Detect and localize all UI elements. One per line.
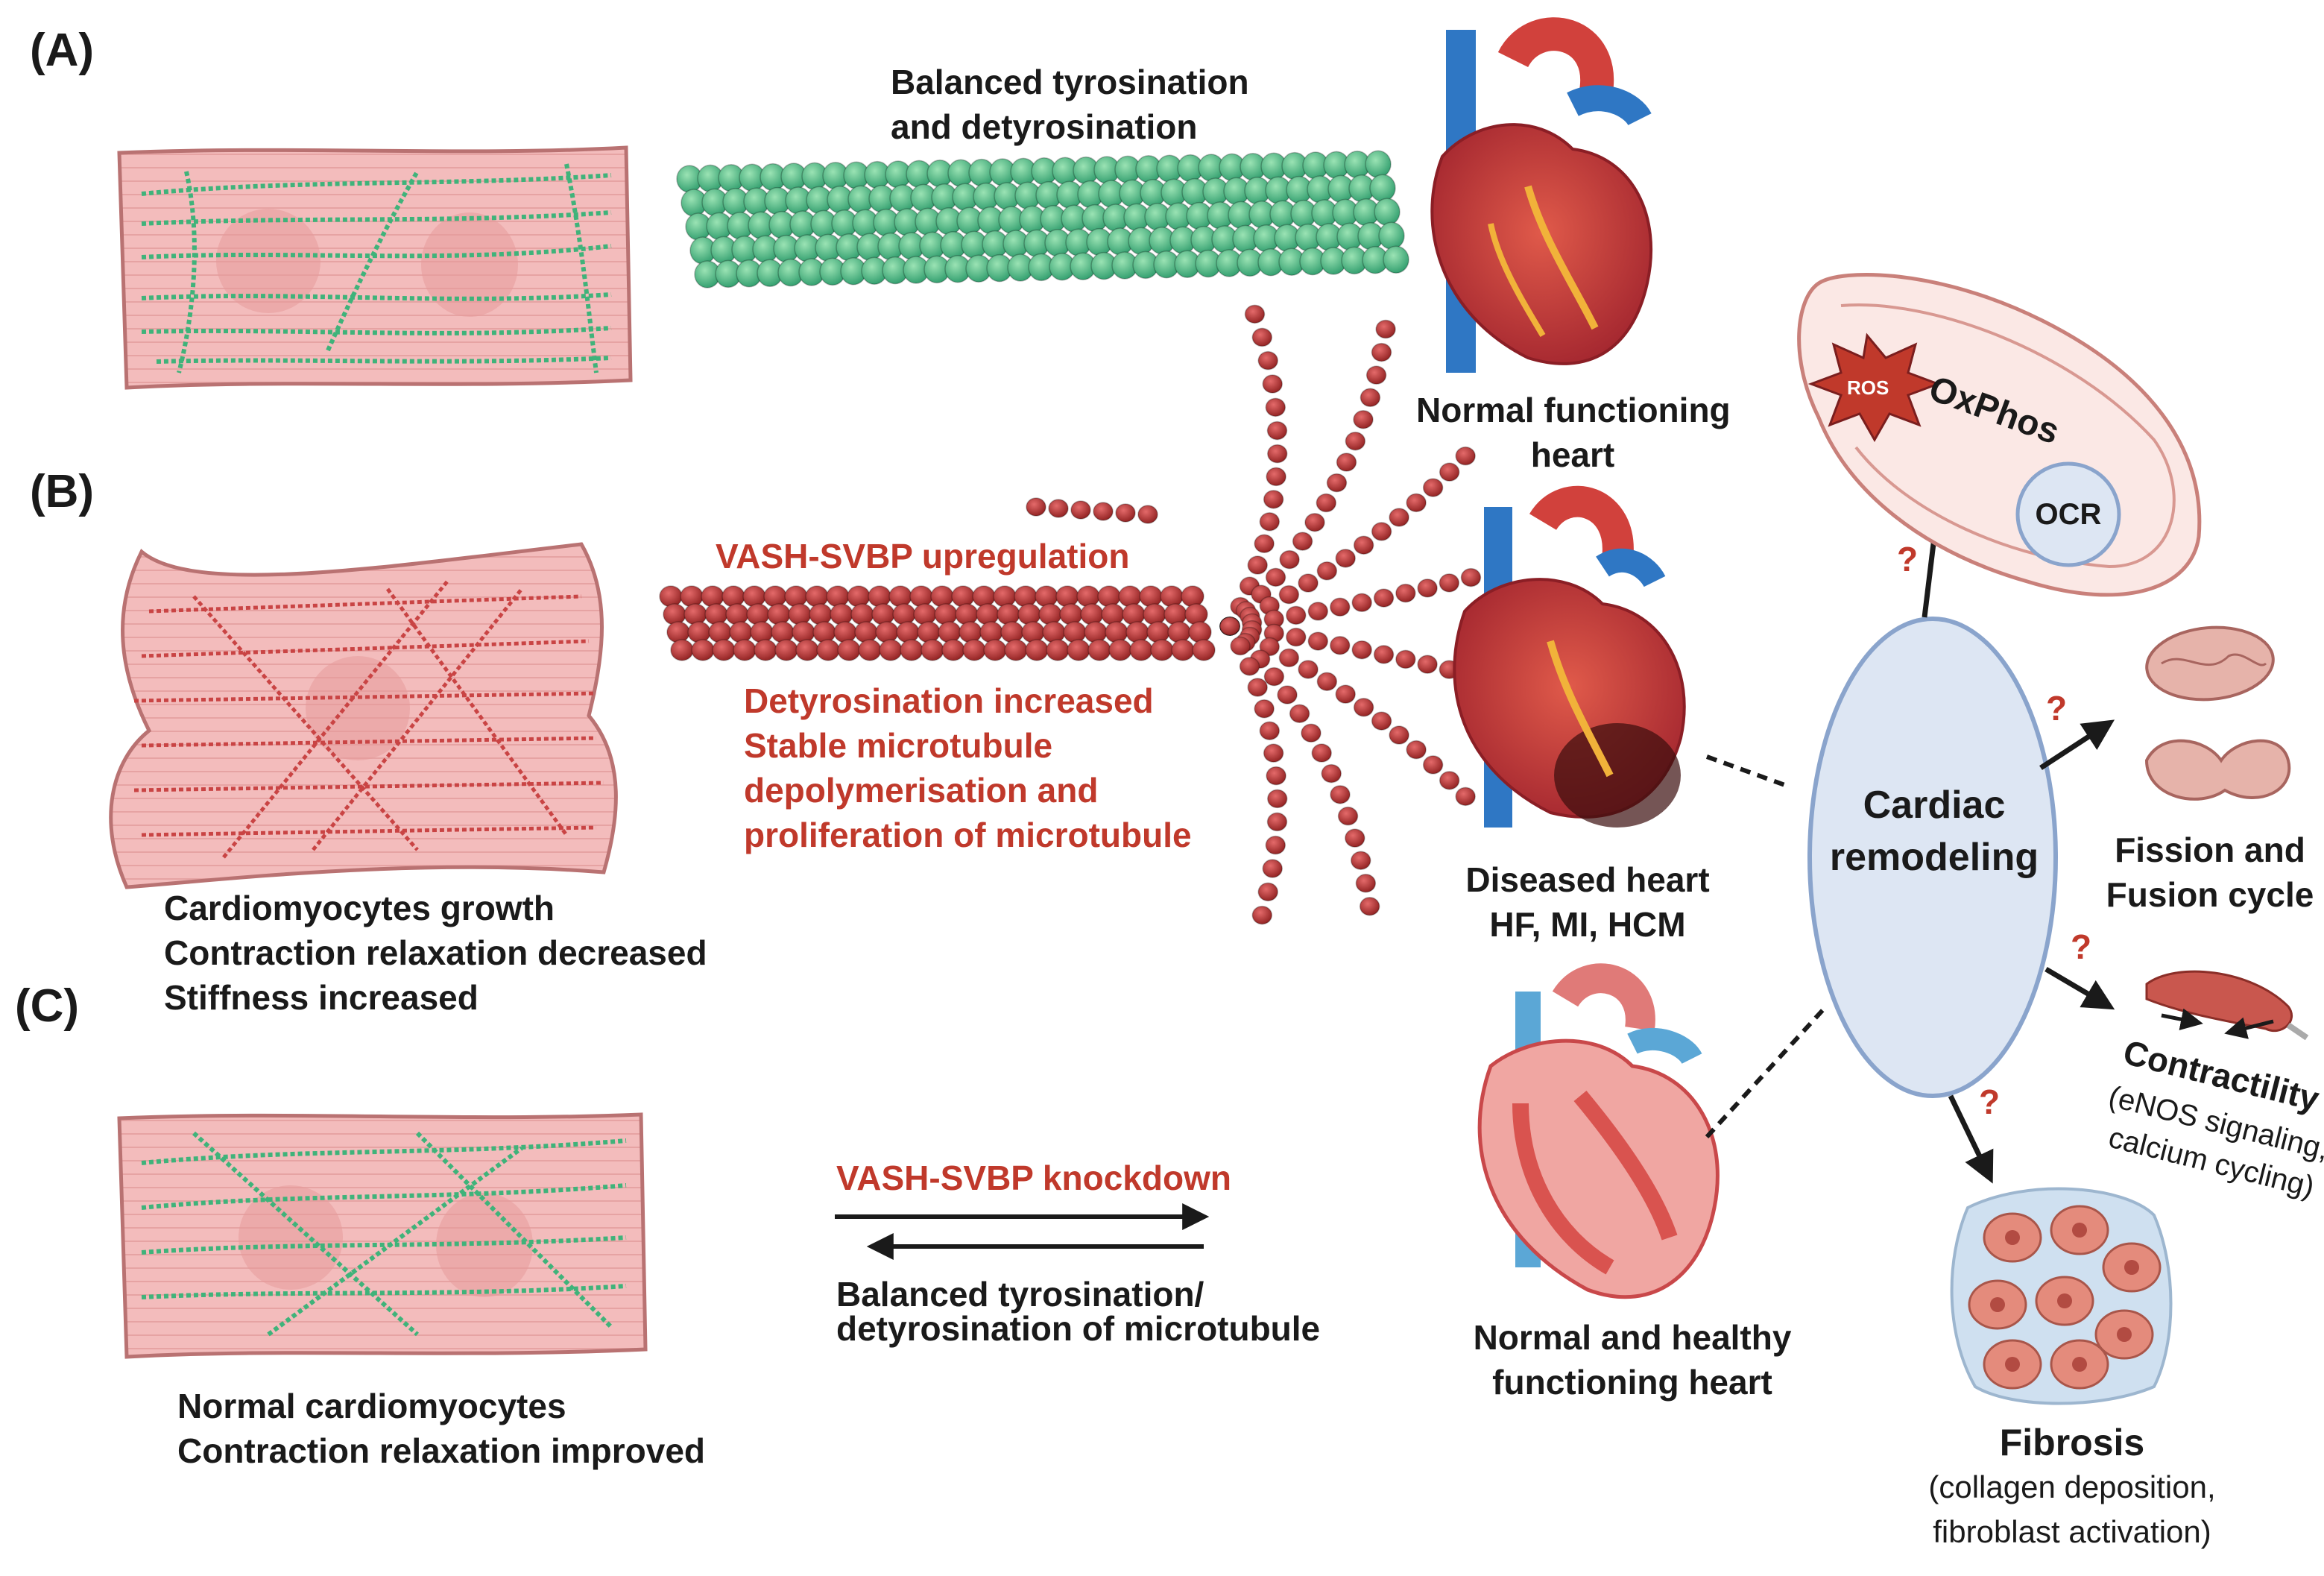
- microtubule-green: [676, 150, 1409, 289]
- heart-healthy-section-icon: [1477, 963, 1720, 1299]
- heart-caption-c-line1: Normal and healthy: [1473, 1318, 1792, 1357]
- ocr-circle: [2015, 461, 2121, 567]
- effect-line-2: Stable microtubule: [744, 726, 1053, 765]
- remodeling-line-1: Cardiac: [1863, 784, 2006, 827]
- ros-burst: [1807, 332, 1942, 443]
- question-mark-fission: ?: [2046, 689, 2068, 728]
- fission-line-2: Fusion cycle: [2106, 875, 2314, 914]
- balance-line-2: detyrosination of microtubule: [836, 1309, 1321, 1348]
- heart-caption-c-line2: functioning heart: [1492, 1363, 1772, 1402]
- cell-caption-b-line3: Stiffness increased: [164, 978, 479, 1017]
- question-mark-contractility: ?: [2071, 927, 2092, 966]
- ocr-label: OCR: [2035, 498, 2102, 531]
- fibrosis-title: Fibrosis: [1999, 1422, 2145, 1463]
- heart-diseased-icon: [1453, 485, 1686, 828]
- heart-normal-icon: [1430, 17, 1653, 373]
- effect-line-3: depolymerisation and: [744, 771, 1099, 810]
- effect-line-4: proliferation of microtubule: [744, 816, 1192, 854]
- question-mark-mito: ?: [1897, 540, 1919, 579]
- muscle-icon: [2145, 970, 2309, 1041]
- question-mark-fibrosis: ?: [1979, 1082, 2001, 1121]
- cell-caption-c-line1: Normal cardiomyocytes: [177, 1387, 566, 1425]
- effect-line-1: Detyrosination increased: [744, 681, 1154, 720]
- dashed-connectors: [1705, 754, 1828, 1139]
- fibrosis-tissue-icon: [1950, 1187, 2173, 1405]
- bidirectional-arrows: [835, 1203, 1210, 1260]
- fibrosis-detail-1: (collagen deposition,: [1928, 1469, 2216, 1504]
- remodeling-line-2: remodeling: [1829, 836, 2039, 879]
- mt-caption-a-line2: and detyrosination: [891, 107, 1198, 146]
- vash-knockdown-label: VASH-SVBP knockdown: [836, 1159, 1231, 1197]
- mt-caption-a-line1: Balanced tyrosination: [891, 63, 1249, 101]
- microtubule-red: [659, 304, 1482, 925]
- heart-caption-b-line1: Diseased heart: [1465, 860, 1710, 899]
- vash-upregulation-label: VASH-SVBP upregulation: [716, 537, 1130, 576]
- cell-caption-b-line1: Cardiomyocytes growth: [164, 889, 555, 927]
- fission-line-1: Fission and: [2115, 830, 2305, 869]
- mitochondrion-icon: [1797, 273, 2202, 597]
- fission-fusion-icon: [2144, 625, 2291, 801]
- panel-label-c: (C): [15, 980, 80, 1032]
- fibrosis-detail-2: fibroblast activation): [1933, 1514, 2211, 1549]
- cardiomyocyte-normal-a: [117, 145, 633, 390]
- heart-caption-b-line2: HF, MI, HCM: [1489, 905, 1686, 944]
- panel-label-b: (B): [30, 466, 95, 517]
- panel-label-a: (A): [30, 25, 95, 76]
- cardiac-remodeling-ellipse: [1807, 617, 2058, 1098]
- ros-label: ROS: [1847, 376, 1889, 399]
- heart-caption-a-line1: Normal functioning: [1416, 391, 1731, 429]
- cell-caption-c-line2: Contraction relaxation improved: [177, 1431, 706, 1470]
- cardiomyocyte-normal-c: [117, 1112, 648, 1359]
- balance-line-1: Balanced tyrosination/: [836, 1275, 1204, 1314]
- cell-caption-b-line2: Contraction relaxation decreased: [164, 933, 707, 972]
- cardiomyocyte-diseased-b: [109, 542, 618, 889]
- heart-caption-a-line2: heart: [1530, 435, 1615, 474]
